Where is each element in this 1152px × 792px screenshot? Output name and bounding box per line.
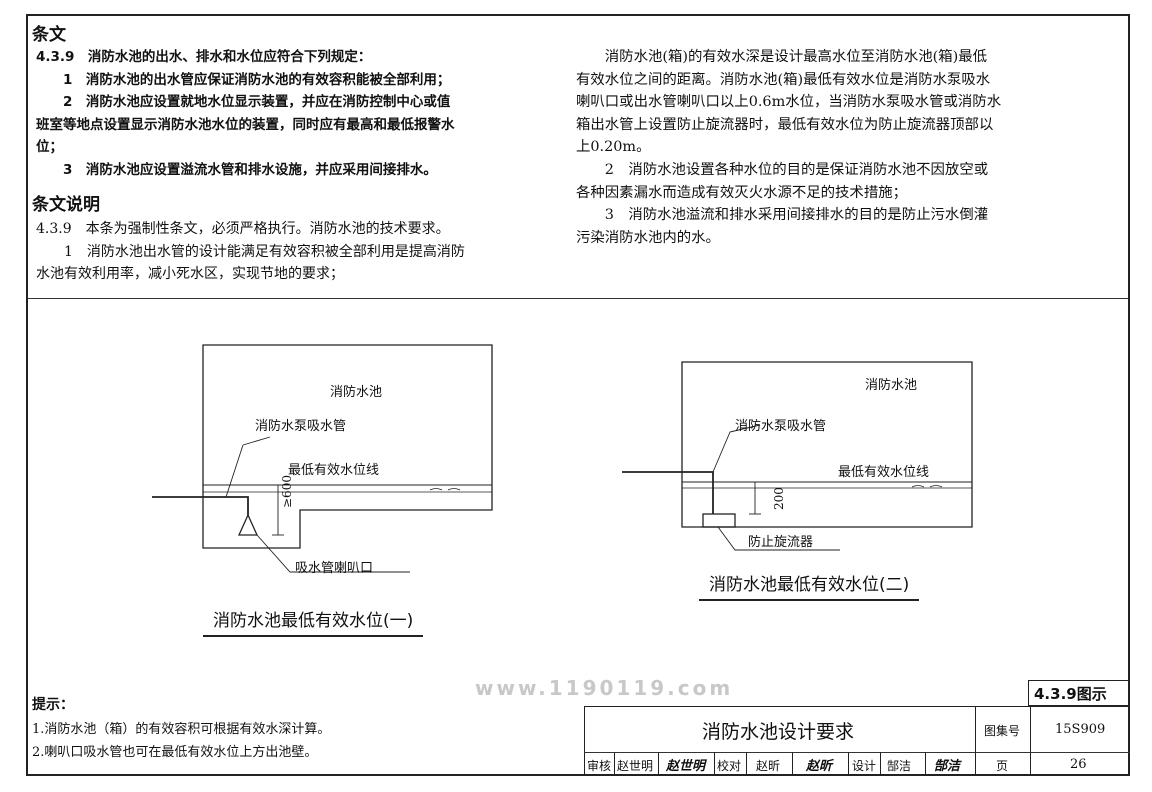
diagram2-tank-label: 消防水池	[865, 378, 918, 393]
diagram1-bell-leader	[256, 534, 410, 573]
diagram1-bell-label: 吸水管喇叭口	[295, 561, 374, 576]
diagram1-pipe-leader-2	[242, 436, 271, 446]
diagram2-pipe-label: 消防水泵吸水管	[735, 419, 827, 434]
reviewer-name: 赵世明	[617, 759, 654, 773]
diagram2-pipe-leader-2	[729, 424, 761, 433]
clause-line: 2 消防水池应设置就地水位显示装置，并应在消防控制中心或值	[36, 94, 451, 111]
designer-signature: 郜洁	[934, 759, 961, 774]
diagram2-water-symbol	[911, 485, 943, 488]
review-label: 审核	[587, 759, 612, 773]
explanation-right-text: 消防水池(箱)的有效水深是设计最高水位至消防水池(箱)最低 有效水位之间的距离。…	[576, 46, 1001, 249]
explanation-line: 消防水池(箱)的有效水深是设计最高水位至消防水池(箱)最低	[576, 49, 988, 65]
cell-divider	[614, 752, 615, 776]
diagram1-dim-label: ≥600	[280, 475, 294, 508]
drawing-title: 消防水池设计要求	[702, 721, 855, 743]
title-block-row-divider	[584, 752, 1130, 753]
clause-line: 3 消防水池应设置溢流水管和排水设施，并应采用间接排水。	[36, 161, 437, 178]
explanation-line: 喇叭口或出水管喇叭口以上0.6m水位，当消防水泵吸水管或消防水	[576, 94, 1002, 111]
diagram1-tank-lower	[202, 485, 493, 549]
page-number: 26	[1070, 757, 1087, 772]
clause-line: 4.3.9 消防水池的出水、排水和水位应符合下列规定：	[36, 49, 372, 65]
diagram1-water-symbol	[429, 488, 461, 491]
explanation-line: 上0.20m。	[576, 139, 651, 156]
section-divider	[28, 298, 1128, 299]
note-line: 2.喇叭口吸水管也可在最低有效水位上方出池壁。	[32, 744, 318, 760]
clause-text: 4.3.9 消防水池的出水、排水和水位应符合下列规定： 1 消防水池的出水管应保…	[36, 46, 455, 182]
clause-line: 班室等地点设置显示消防水池水位的装置，同时应有最高和最低报警水	[36, 116, 455, 133]
checker-signature: 赵昕	[806, 759, 833, 774]
diagram2-device-label: 防止旋流器	[748, 535, 814, 550]
diagram1-tank-upper	[202, 344, 493, 485]
watermark: www.1190119.com	[475, 676, 734, 700]
diagram1-level-label: 最低有效水位线	[288, 463, 380, 478]
atlas-number: 15S909	[1055, 722, 1106, 737]
clause-line: 1 消防水池的出水管应保证消防水池的有效容积能被全部利用；	[36, 71, 451, 88]
notes-heading: 提示：	[32, 697, 74, 713]
explanation-line: 水池有效利用率，减小死水区，实现节地的要求；	[36, 266, 344, 283]
title-block	[584, 706, 1130, 776]
diagram1-pipe-label: 消防水泵吸水管	[255, 419, 347, 434]
title-block-col-divider	[1030, 706, 1031, 776]
cell-divider	[848, 752, 849, 776]
diagram1-tank-label: 消防水池	[330, 385, 383, 400]
diagram2-title: 消防水池最低有效水位(二)	[698, 570, 920, 601]
reviewer-signature: 赵世明	[666, 759, 706, 774]
drawing-frame	[26, 14, 1130, 776]
cell-divider	[714, 752, 715, 776]
notes-text: 1.消防水池（箱）的有效容积可根据有效水深计算。 2.喇叭口吸水管也可在最低有效…	[32, 719, 330, 764]
design-label: 设计	[852, 759, 877, 773]
cell-divider	[792, 752, 793, 776]
checker-name: 赵昕	[756, 759, 781, 773]
explanation-line: 各种因素漏水而造成有效灭火水源不足的技术措施；	[576, 184, 907, 201]
diagram2-vortex-preventer	[702, 513, 736, 528]
cell-divider	[925, 752, 926, 776]
explanation-line: 污染消防水池内的水。	[576, 229, 720, 246]
explanation-line: 2 消防水池设置各种水位的目的是保证消防水池不因放空或	[576, 161, 989, 178]
diagram2-tank-upper	[681, 361, 973, 482]
explanation-line: 有效水位之间的距离。消防水池(箱)最低有效水位是消防水泵吸水	[576, 71, 991, 88]
clause-line: 位；	[36, 139, 63, 156]
cell-divider	[746, 752, 747, 776]
explanation-heading: 条文说明	[32, 195, 100, 215]
figure-ref-box	[1028, 680, 1130, 706]
explanation-line: 1 消防水池出水管的设计能满足有效容积被全部利用是提高消防	[36, 243, 465, 260]
diagram2-suction-pipe	[622, 471, 714, 514]
cell-divider	[658, 752, 659, 776]
figure-ref: 4.3.9图示	[1034, 685, 1107, 703]
diagram1-title: 消防水池最低有效水位(一)	[202, 606, 424, 637]
cell-divider	[880, 752, 881, 776]
diagram1-pipe-leader	[225, 444, 244, 498]
check-label: 校对	[717, 759, 742, 773]
explanation-left-text: 4.3.9 本条为强制性条文，必须严格执行。消防水池的技术要求。 1 消防水池出…	[36, 218, 465, 286]
diagram2-level-label: 最低有效水位线	[838, 465, 930, 480]
diagram2-device-leader	[717, 526, 840, 551]
title-block-col-divider	[975, 706, 976, 776]
explanation-line: 4.3.9 本条为强制性条文，必须严格执行。消防水池的技术要求。	[36, 221, 450, 237]
page-label: 页	[996, 759, 1009, 773]
note-line: 1.消防水池（箱）的有效容积可根据有效水深计算。	[32, 722, 331, 737]
clause-heading: 条文	[32, 25, 66, 45]
designer-name: 郜洁	[887, 759, 912, 773]
diagram2-dim-label: 200	[772, 487, 786, 510]
diagram2-tank-lower	[681, 482, 973, 528]
diagram1-suction-pipe	[152, 496, 249, 515]
diagram1-bell-mouth	[237, 513, 259, 536]
explanation-line: 箱出水管上设置防止旋流器时，最低有效水位为防止旋流器顶部以	[576, 116, 994, 133]
explanation-line: 3 消防水池溢流和排水采用间接排水的目的是防止污水倒灌	[576, 207, 989, 224]
atlas-label: 图集号	[984, 724, 1021, 738]
diagram2-pipe-leader	[712, 431, 731, 473]
